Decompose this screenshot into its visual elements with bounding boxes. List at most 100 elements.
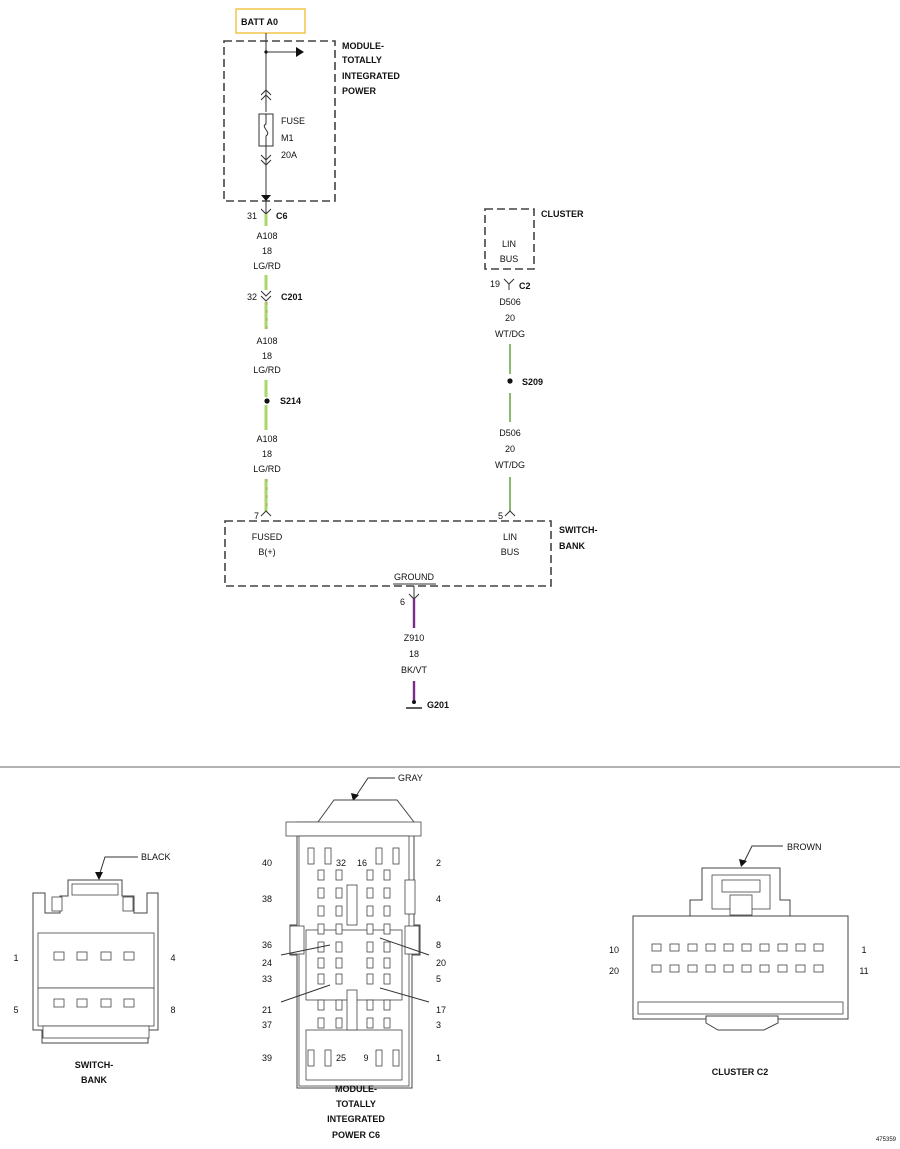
c6-title-3: INTEGRATED	[327, 1114, 385, 1124]
switch-bank-color: BLACK	[141, 852, 171, 862]
z910-color: BK/VT	[401, 665, 428, 675]
sb-title-1: SWITCH-	[75, 1060, 114, 1070]
switch-fused-2: B(+)	[258, 547, 275, 557]
cluster-c2-connector-view: BROWN	[609, 842, 869, 1077]
c201-pin: 32	[247, 292, 257, 302]
cluster-c2-title: CLUSTER C2	[712, 1067, 769, 1077]
c6-left-pin-36: 36	[262, 940, 272, 950]
a108-2-gauge: 18	[262, 351, 272, 361]
c6-left-pin-40: 40	[262, 858, 272, 868]
c6-inner-pin-32: 32	[336, 858, 346, 868]
tipm-module-box	[223, 40, 336, 202]
c6-title-1: MODULE-	[335, 1084, 377, 1094]
tipm-title-2: TOTALLY	[342, 55, 382, 65]
c6-right-pin-3: 3	[436, 1020, 441, 1030]
c6-title-4: POWER C6	[332, 1130, 380, 1140]
cluster-c2-cavities	[651, 943, 824, 973]
d506-1-circuit: D506	[499, 297, 521, 307]
c2-pin-10: 10	[609, 945, 619, 955]
c201-name: C201	[281, 292, 303, 302]
a108-3-gauge: 18	[262, 449, 272, 459]
fuse-label-3: 20A	[281, 150, 297, 160]
c6-left-pin-39: 39	[262, 1053, 272, 1063]
c6-right-pin-20: 20	[436, 958, 446, 968]
switch-bank-connector-view: BLACK 1 4 5 8 SWITCH- BANK	[13, 852, 175, 1085]
switch-bank-title-2: BANK	[559, 541, 585, 551]
c6-right-pin-8: 8	[436, 940, 441, 950]
switch-lin-2: BUS	[501, 547, 520, 557]
c6-right-pin-1: 1	[436, 1053, 441, 1063]
a108-2-circuit: A108	[256, 336, 277, 346]
sb-pin-8: 8	[170, 1005, 175, 1015]
c6-title-2: TOTALLY	[336, 1099, 376, 1109]
d506-1-color: WT/DG	[495, 329, 525, 339]
sw-fused-pin: 7	[254, 511, 259, 521]
figure-id: 475359	[876, 1137, 897, 1143]
c2-pin-1: 1	[861, 945, 866, 955]
ground-icon	[406, 700, 422, 709]
fuse-label-1: FUSE	[281, 116, 305, 126]
d506-2-color: WT/DG	[495, 460, 525, 470]
c201-connector-icon	[260, 290, 272, 297]
z910-circuit: Z910	[404, 633, 425, 643]
c6-left-pin-37: 37	[262, 1020, 272, 1030]
c2-name: C2	[519, 281, 531, 291]
a108-1-color: LG/RD	[253, 261, 281, 271]
a108-1-circuit: A108	[256, 231, 277, 241]
cluster-c2-color: BROWN	[787, 842, 822, 852]
d506-1-gauge: 20	[505, 313, 515, 323]
tipm-c6-connector-view: GRAY	[262, 773, 446, 1140]
tipm-c6-cavities	[307, 847, 400, 1067]
a108-3-color: LG/RD	[253, 464, 281, 474]
batt-label: BATT A0	[241, 17, 278, 27]
c6-right-pin-4: 4	[436, 894, 441, 904]
s214-label: S214	[280, 396, 301, 406]
c6-pin: 31	[247, 211, 257, 221]
cluster-title: CLUSTER	[541, 209, 584, 219]
s214-splice-icon	[264, 398, 270, 404]
pointer-arrow-icon-3	[739, 859, 747, 867]
c6-name: C6	[276, 211, 288, 221]
s209-label: S209	[522, 377, 543, 387]
bus-arrow-icon	[296, 47, 304, 57]
cluster-lin-1: LIN	[502, 239, 516, 249]
switch-bank-cavities	[53, 951, 135, 1008]
tipm-title-3: INTEGRATED	[342, 71, 400, 81]
pointer-arrow-icon	[95, 872, 103, 880]
switch-lin-1: LIN	[503, 532, 517, 542]
sb-title-2: BANK	[81, 1075, 107, 1085]
switch-fused-1: FUSED	[252, 532, 283, 542]
sb-pin-5: 5	[13, 1005, 18, 1015]
ground-name: G201	[427, 700, 449, 710]
c6-left-pin-38: 38	[262, 894, 272, 904]
fuse-label-2: M1	[281, 133, 294, 143]
tipm-title-1: MODULE-	[342, 41, 384, 51]
switch-bank-box	[224, 520, 552, 587]
c6-inner-pin-9: 9	[363, 1053, 368, 1063]
z910-gauge: 18	[409, 649, 419, 659]
c2-connector-icon	[503, 278, 515, 285]
c6-right-pin-5: 5	[436, 974, 441, 984]
c2-pin: 19	[490, 279, 500, 289]
switch-ground: GROUND	[394, 572, 434, 582]
c6-left-pin-33: 33	[262, 974, 272, 984]
c6-inner-pin-16: 16	[357, 858, 367, 868]
c6-right-pin-2: 2	[436, 858, 441, 868]
d506-2-gauge: 20	[505, 444, 515, 454]
a108-2-color: LG/RD	[253, 365, 281, 375]
batt-label-box	[235, 8, 306, 34]
c2-pin-20: 20	[609, 966, 619, 976]
c2-pin-11: 11	[859, 966, 868, 976]
tipm-title-4: POWER	[342, 86, 377, 96]
switch-bank-title-1: SWITCH-	[559, 525, 598, 535]
a108-1-gauge: 18	[262, 246, 272, 256]
sw-gnd-pin: 6	[400, 597, 405, 607]
s209-splice-icon	[507, 378, 513, 384]
schematic: BATT A0 MODULE- TOTALLY INTEGRATED POWER…	[223, 8, 598, 710]
a108-3-circuit: A108	[256, 434, 277, 444]
c6-left-pin-21: 21	[262, 1005, 272, 1015]
tipm-c6-color: GRAY	[398, 773, 423, 783]
pointer-arrow-icon-2	[351, 793, 359, 801]
cluster-box	[484, 208, 535, 270]
